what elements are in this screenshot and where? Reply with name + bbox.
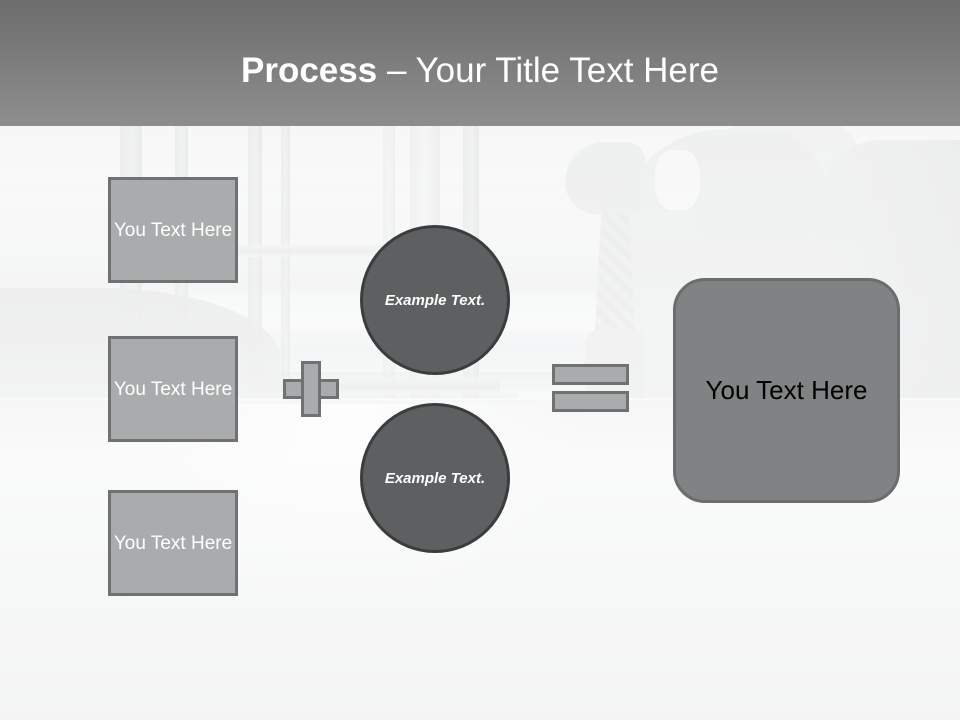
plus-sign-icon [283,361,339,417]
example-circle-2[interactable]: Example Text. [360,403,510,553]
example-circle-2-label: Example Text. [384,469,486,487]
example-circle-1[interactable]: Example Text. [360,225,510,375]
input-box-3[interactable]: You Text Here [108,490,238,596]
equals-top-bar [552,364,629,385]
input-box-2-label: You Text Here [113,378,233,400]
page-title: Process – Your Title Text Here [0,50,960,92]
title-banner: Process – Your Title Text Here [0,0,960,126]
plus-center-fill [304,382,318,396]
input-box-1[interactable]: You Text Here [108,177,238,283]
page-title-rest: – Your Title Text Here [377,51,719,90]
input-box-2[interactable]: You Text Here [108,336,238,442]
page-title-strong: Process [241,51,378,90]
result-box[interactable]: You Text Here [673,278,900,503]
input-box-3-label: You Text Here [113,532,233,554]
equals-sign-icon [552,364,629,412]
input-box-1-label: You Text Here [113,219,233,241]
equals-bottom-bar [552,391,629,412]
result-box-label: You Text Here [705,375,868,405]
example-circle-1-label: Example Text. [384,291,486,309]
